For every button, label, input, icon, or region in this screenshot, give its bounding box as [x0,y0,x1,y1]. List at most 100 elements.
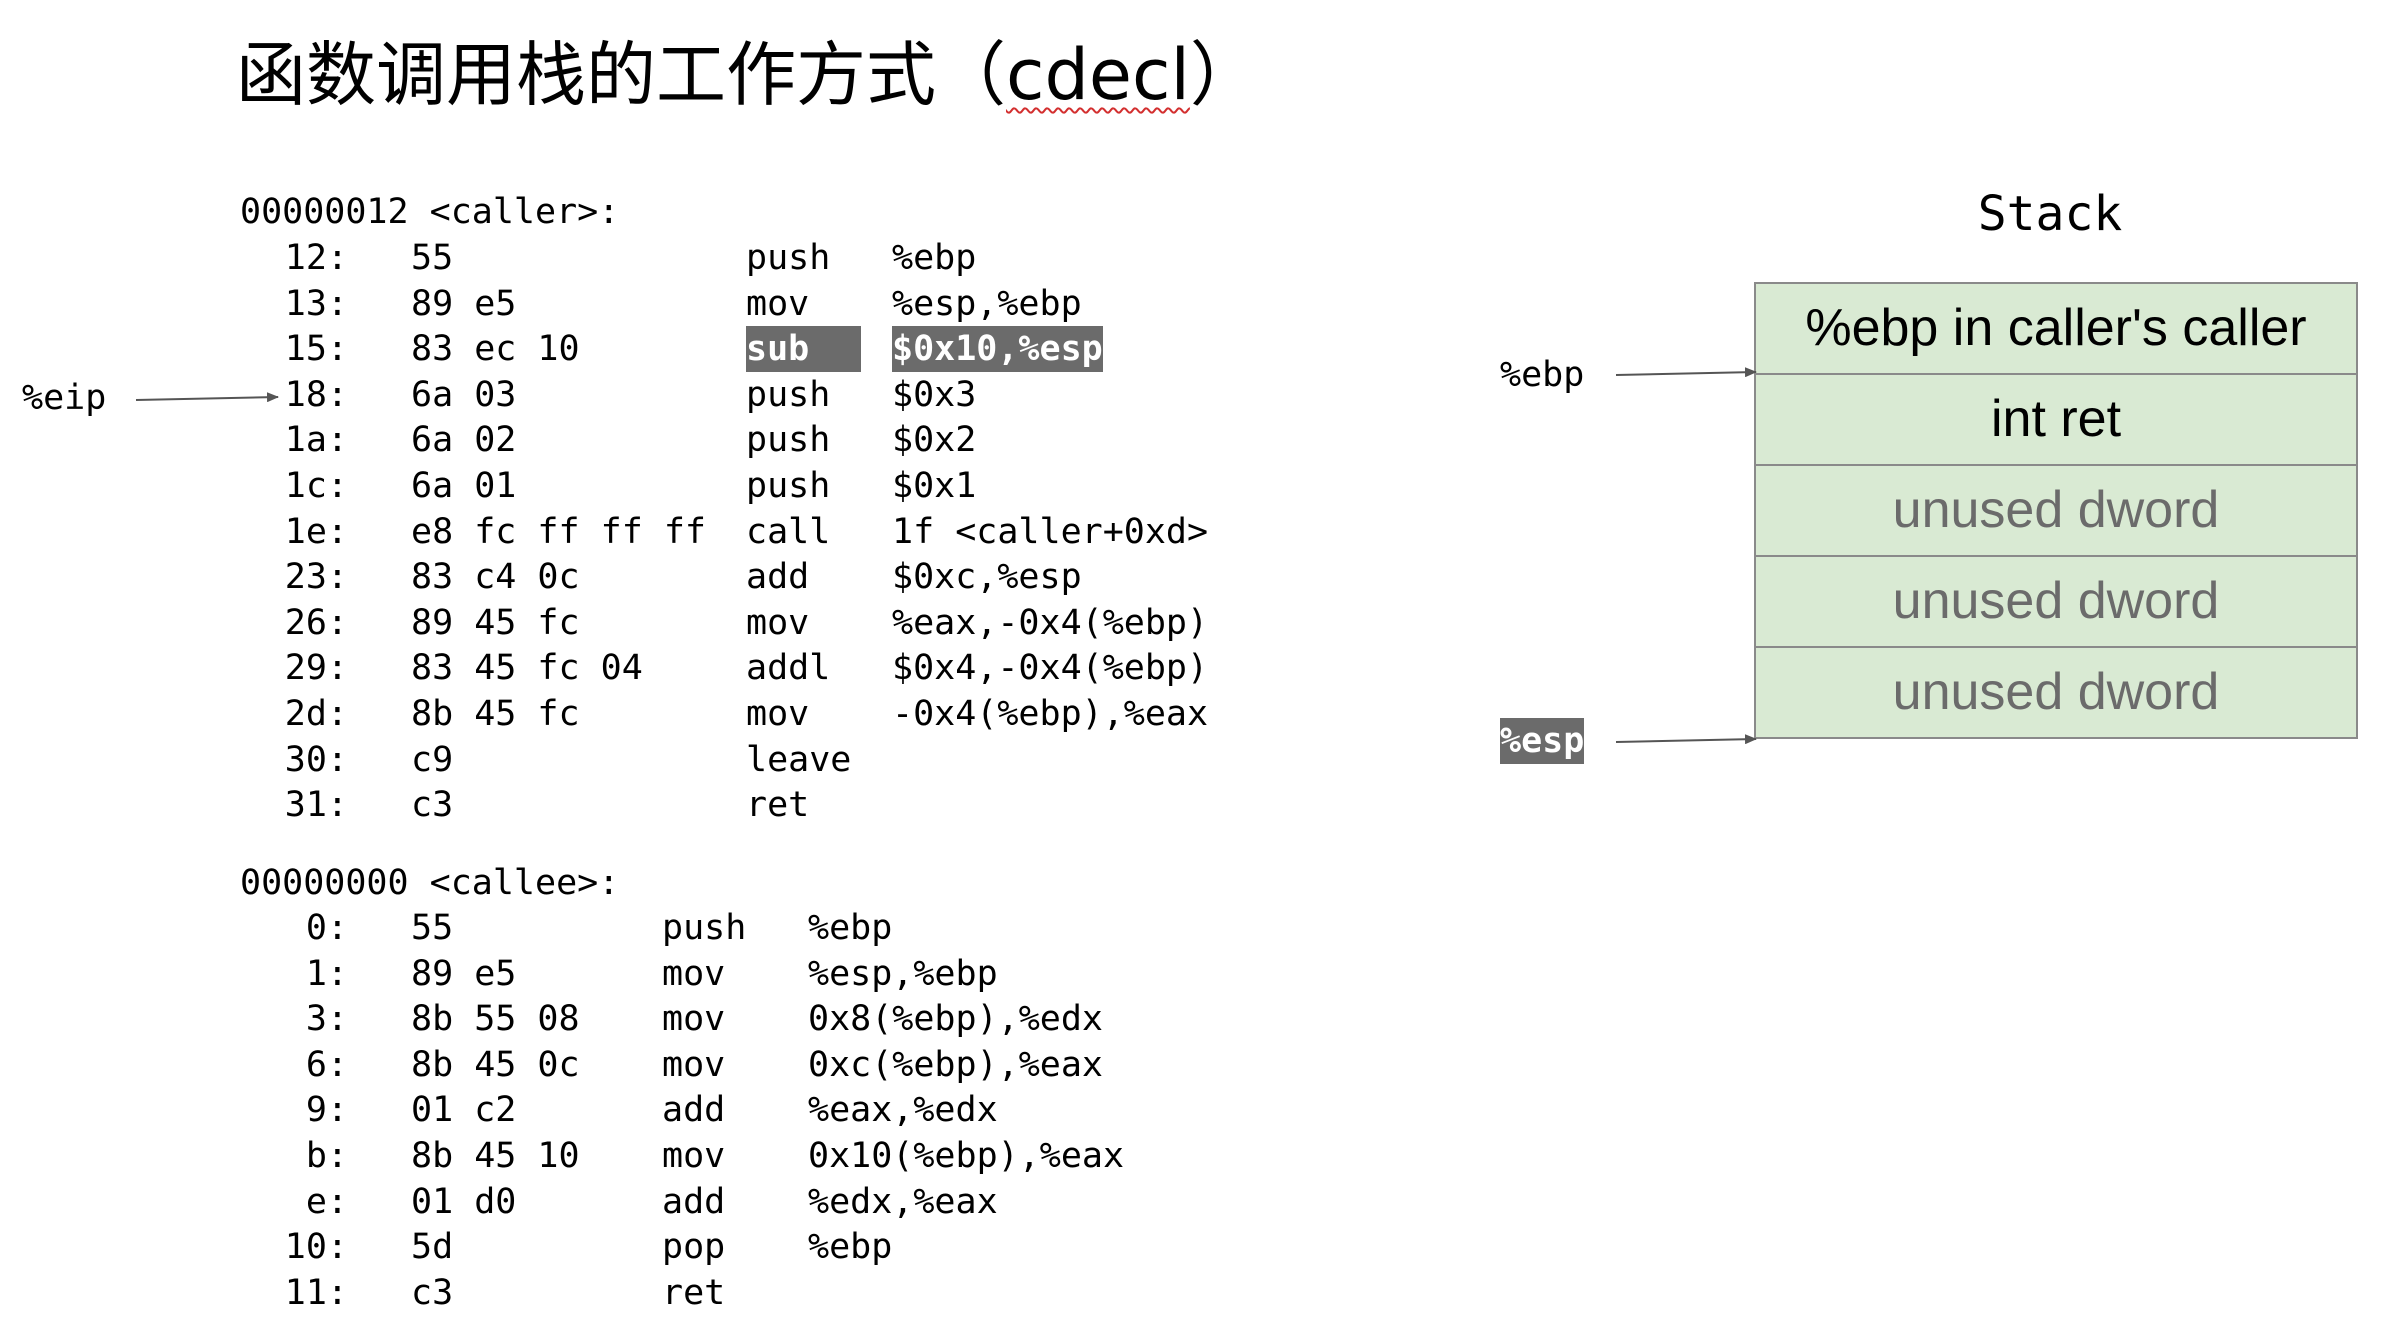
caller-row-address: 12: [284,238,348,278]
caller-row-mnemonic: addl [746,648,831,689]
callee-row-bytes: 5d [411,1227,454,1268]
caller-row-mnemonic: call [746,511,831,552]
caller-row-mnemonic: mov [746,602,810,643]
caller-row-operands: 1f <caller+0xd> [892,511,1209,552]
callee-row-bytes: 01 c2 [411,1090,517,1131]
caller-header: 00000012 <caller>: [240,192,620,232]
callee-row-operands: %ebp [808,1227,893,1268]
caller-row-address: 26: [284,602,348,643]
callee-row-address: 0: [305,908,348,948]
stack-cell: unused dword [1756,466,2356,557]
caller-row-address: 2d: [284,694,348,734]
caller-row-mnemonic: push [746,238,831,278]
caller-row-bytes: 6a 01 [411,466,517,506]
ebp-label: %ebp [1500,355,1585,395]
caller-row-bytes: 89 e5 [411,283,517,324]
caller-row-operands: %ebp [892,238,977,278]
callee-row-mnemonic: ret [662,1272,726,1313]
caller-row-address: 30: [284,739,348,780]
callee-row-bytes: 8b 45 0c [411,1044,580,1085]
callee-row-bytes: 8b 55 08 [411,999,580,1040]
caller-row-bytes: 8b 45 fc [411,694,580,734]
callee-row-address: 6: [305,1044,348,1085]
caller-row-address: 29: [284,648,348,689]
callee-row-mnemonic: add [662,1090,726,1131]
callee-row-operands: %ebp [808,908,893,948]
caller-row-mnemonic: push [746,466,831,506]
title-close: ） [1189,34,1260,116]
caller-row-mnemonic: mov [746,283,810,324]
page-title: 函数调用栈的工作方式（cdecl） [236,30,1260,120]
eip-label: %eip [22,378,107,418]
callee-row-operands: %edx,%eax [808,1181,998,1222]
callee-row-operands: %eax,%edx [808,1090,998,1131]
esp-arrow [1615,734,1757,745]
caller-row-operands: $0x3 [892,374,977,415]
caller-row-mnemonic: ret [746,785,810,826]
callee-row-operands: 0x10(%ebp),%eax [808,1136,1125,1176]
caller-row-address: 1c: [284,466,348,506]
callee-header: 00000000 <callee>: [240,863,620,903]
stack-cell: unused dword [1756,648,2356,737]
caller-row-address: 13: [284,283,348,324]
caller-row-operands: $0x1 [892,466,977,506]
caller-row-mnemonic: leave [746,739,852,780]
caller-row-bytes: 83 45 fc 04 [411,648,643,689]
caller-row-operands: -0x4(%ebp),%eax [892,694,1209,734]
callee-row-bytes: 89 e5 [411,953,517,994]
caller-row-operands: %eax,-0x4(%ebp) [892,602,1209,643]
caller-row-bytes: 83 ec 10 [411,329,580,370]
callee-row-bytes: 55 [411,908,454,948]
stack-cell: int ret [1756,375,2356,466]
callee-row-address: b: [305,1136,348,1176]
callee-row-address: 11: [284,1272,348,1313]
caller-row-bytes: 83 c4 0c [411,557,580,598]
caller-row-mnemonic: add [746,557,810,598]
callee-row-address: e: [305,1181,348,1222]
caller-row-bytes: 89 45 fc [411,602,580,643]
callee-row-mnemonic: mov [662,953,726,994]
caller-row-mnemonic: push [746,374,831,415]
callee-row-operands: 0xc(%ebp),%eax [808,1044,1104,1085]
caller-row-address: 1e: [284,511,348,552]
caller-row-address: 15: [284,329,348,370]
caller-row-mnemonic: mov [746,694,810,734]
ebp-arrow [1615,367,1757,378]
caller-row-mnemonic: push [746,420,831,461]
callee-row-mnemonic: add [662,1181,726,1222]
caller-row-bytes: 6a 03 [411,374,517,415]
caller-row-bytes: e8 fc ff ff ff [411,511,707,552]
callee-row-address: 9: [305,1090,348,1131]
caller-row-mnemonic: sub [746,326,862,373]
callee-row-address: 10: [284,1227,348,1268]
caller-row-bytes: 55 [411,238,454,278]
caller-row-bytes: c9 [411,739,454,780]
callee-row-bytes: 8b 45 10 [411,1136,580,1176]
caller-row-address: 18: [284,374,348,415]
caller-row-operands: $0xc,%esp [892,557,1082,598]
stack-cell: unused dword [1756,557,2356,648]
callee-row-address: 3: [305,999,348,1040]
caller-row-bytes: c3 [411,785,454,826]
title-keyword: cdecl [1006,34,1190,116]
caller-row-address: 23: [284,557,348,598]
caller-row-operands: $0x2 [892,420,977,461]
callee-row-mnemonic: mov [662,1044,726,1085]
esp-label: %esp [1500,718,1585,764]
caller-row-address: 31: [284,785,348,826]
callee-row-address: 1: [305,953,348,994]
caller-row-operands: $0x4,-0x4(%ebp) [892,648,1209,689]
callee-row-mnemonic: push [662,908,747,948]
callee-row-operands: %esp,%ebp [808,953,998,994]
callee-row-mnemonic: mov [662,999,726,1040]
caller-row-operands: %esp,%ebp [892,283,1082,324]
title-main: 函数调用栈的工作方式（ [236,34,1006,116]
callee-row-mnemonic: pop [662,1227,726,1268]
callee-row-bytes: c3 [411,1272,454,1313]
caller-row-operands: $0x10,%esp [892,326,1103,373]
stack-title: Stack [1977,186,2123,242]
callee-row-mnemonic: mov [662,1136,726,1176]
caller-row-bytes: 6a 02 [411,420,517,461]
